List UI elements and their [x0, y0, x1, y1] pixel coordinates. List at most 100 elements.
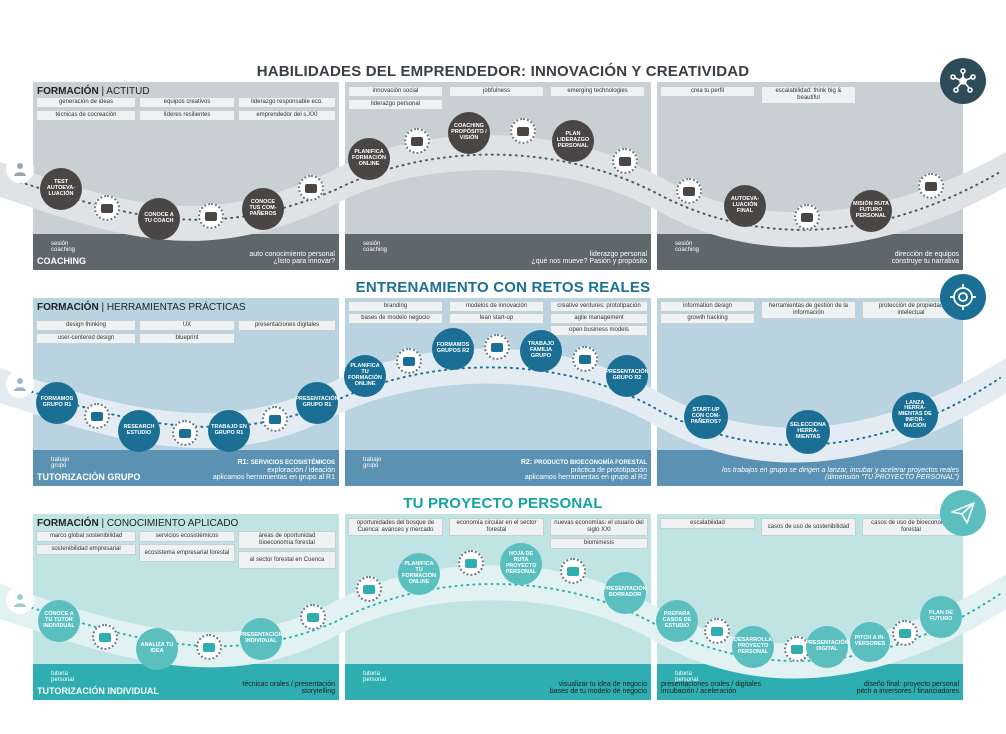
- row1-node[interactable]: TEST AUTOEVA-LUACIÓN: [40, 168, 82, 210]
- row2-node[interactable]: START-UP CON COM-PAÑEROS?: [684, 395, 728, 439]
- person-icon: [6, 370, 34, 398]
- row1-node[interactable]: MISIÓN RUTA FUTURO PERSONAL: [850, 190, 892, 232]
- group-icon: [484, 334, 510, 360]
- row1-footer-2: liderazgo personal¿qué nos mueve? Pasión…: [531, 250, 647, 266]
- row3-node[interactable]: PLAN DE FUTURO: [920, 596, 962, 638]
- row2-node[interactable]: TRABAJO FAMILIA GRUPO: [520, 330, 562, 372]
- row2-node[interactable]: SELECCIONA HERRA-MIENTAS: [786, 410, 830, 454]
- row3-tag: marco global sostenibilidad: [36, 531, 136, 542]
- row3-tag: sostenibilidad empresarial: [36, 544, 136, 555]
- chat-icon: [676, 178, 702, 204]
- row3-tag: casos de uso de sostenibilidad: [761, 518, 856, 536]
- user-icon: [892, 620, 918, 646]
- user-icon: [356, 576, 382, 602]
- row3-node[interactable]: CONOCE A TU TUTOR INDIVIDUAL: [38, 600, 80, 642]
- row2-node[interactable]: FORMAMOS GRUPOS R2: [432, 328, 474, 370]
- row1-node[interactable]: PLANIFICA FORMACIÓN ONLINE: [348, 138, 390, 180]
- row2-tag: creative ventures: prototipación: [550, 301, 648, 312]
- row2-bottom-label: TUTORIZACIÓN GRUPO: [37, 472, 141, 482]
- row1-tag: líderes resilientes: [139, 110, 235, 121]
- row1-tag: jobfulness: [449, 86, 544, 97]
- row2-title: ENTRENAMIENTO CON RETOS REALES: [355, 279, 651, 296]
- row2-node[interactable]: PRESENTACIÓN GRUPO R1: [295, 382, 339, 424]
- row2-tag: design thinking: [36, 320, 136, 331]
- user-icon: [704, 618, 730, 644]
- row3-node[interactable]: HOJA DE RUTA PROYECTO PERSONAL: [500, 543, 542, 585]
- chat-icon: [404, 128, 430, 154]
- row2-tag: bases de modelo negocio: [348, 313, 443, 324]
- row1-node[interactable]: AUTOEVA-LUACIÓN FINAL: [724, 185, 766, 227]
- row1-tag: escalabilidad: think big & beautiful: [761, 86, 856, 104]
- chat-icon: [510, 118, 536, 144]
- row3-node[interactable]: PRESENTACIÓN DIGITAL: [805, 626, 849, 668]
- target-icon: [940, 274, 986, 320]
- user-icon: [300, 604, 326, 630]
- chat-icon: [94, 195, 120, 221]
- row2-node[interactable]: LANZA HERRA-MIENTAS DE INFOR-MACIÓN: [892, 392, 938, 438]
- chat-icon: [612, 148, 638, 174]
- row2-node[interactable]: PRESENTACIÓN GRUPO R2: [605, 355, 649, 397]
- row2-path: [0, 348, 1006, 463]
- row3-node[interactable]: PRESENTACIÓN BORRADOR: [603, 572, 647, 614]
- chat-icon: [198, 203, 224, 229]
- row2-footer-3: los trabajos en grupo se dirigen a lanza…: [722, 466, 959, 482]
- row3-tag: al sector forestal en Cuenca: [238, 551, 336, 569]
- user-icon: [560, 558, 586, 584]
- row2-tag: open business models: [550, 325, 648, 336]
- row3-tag: nuevas economías: el usuario del siglo X…: [550, 518, 648, 536]
- row1-tag: crea tu perfil: [660, 86, 755, 97]
- row3-formation-heading: FORMACIÓN | CONOCIMIENTO APLICADO: [37, 518, 239, 529]
- user-icon: [196, 634, 222, 660]
- person-icon: [6, 586, 34, 614]
- row1-formation-heading: FORMACIÓN | ACTITUD: [37, 86, 150, 97]
- row3-node[interactable]: PITCH A IN-VERSORES: [850, 622, 890, 662]
- row3-node[interactable]: PREPARA CASOS DE ESTUDIO: [656, 600, 698, 642]
- row3-node[interactable]: PRESENTACIÓN INDIVIDUAL: [239, 618, 283, 660]
- row2-node[interactable]: RESEARCH ESTUDIO: [118, 410, 160, 452]
- row3-tag: oportunidades del bosque de Cuenca: avan…: [348, 518, 443, 536]
- row1-bottom-label: COACHING: [37, 256, 86, 266]
- user-icon: [92, 624, 118, 650]
- row3-bottom-label: TUTORIZACIÓN INDIVIDUAL: [37, 686, 159, 696]
- row3-node[interactable]: DESARROLLA PROYECTO PERSONAL: [732, 626, 774, 668]
- row2-tag: user-centered design: [36, 333, 136, 344]
- row1-tag: generación de ideas: [36, 97, 136, 108]
- chat-icon: [794, 204, 820, 230]
- person-icon: [6, 155, 34, 183]
- row3-title: TU PROYECTO PERSONAL: [403, 495, 603, 512]
- row2-tag: modelos de innovación: [449, 301, 544, 312]
- row3-node[interactable]: PLANIFICA TU FORMACIÓN ONLINE: [398, 553, 440, 595]
- row2-node[interactable]: FORMAMOS GRUPO R1: [36, 382, 78, 424]
- user-icon: [784, 636, 810, 662]
- row2-node[interactable]: PLANIFICA TU FORMACIÓN ONLINE: [344, 355, 386, 397]
- paper-plane-icon: [940, 490, 986, 536]
- row2-tag: agile management: [550, 313, 648, 324]
- row1-tag: técnicas de cocreación: [36, 110, 136, 121]
- row1-footer-1: auto conocimiento personal¿listo para in…: [249, 250, 335, 266]
- row2-node[interactable]: TRABAJO EN GRUPO R1: [208, 410, 250, 452]
- group-icon: [172, 420, 198, 446]
- row1-tag: liderazgo responsable eco.: [238, 97, 336, 108]
- row2-tag: branding: [348, 301, 443, 312]
- row3-panel-1: FORMACIÓN | CONOCIMIENTO APLICADO marco …: [33, 514, 339, 700]
- row2-tag: lean start-up: [449, 313, 544, 324]
- row3-node[interactable]: ANALIZA TU IDEA: [136, 628, 178, 670]
- row1-node[interactable]: PLAN LIDERAZGO PERSONAL: [552, 120, 594, 162]
- row1-node[interactable]: COACHING PROPÓSITO / VISIÓN: [448, 112, 490, 154]
- chat-icon: [918, 173, 944, 199]
- row1-node[interactable]: CONOCE TUS COM-PAÑEROS: [242, 188, 284, 230]
- row2-tag: presentaciones digitales: [238, 320, 336, 331]
- row2-tag: information design: [660, 301, 755, 312]
- row1-node[interactable]: CONOCE A TU COACH: [138, 198, 180, 240]
- row2-tag: UX: [139, 320, 235, 331]
